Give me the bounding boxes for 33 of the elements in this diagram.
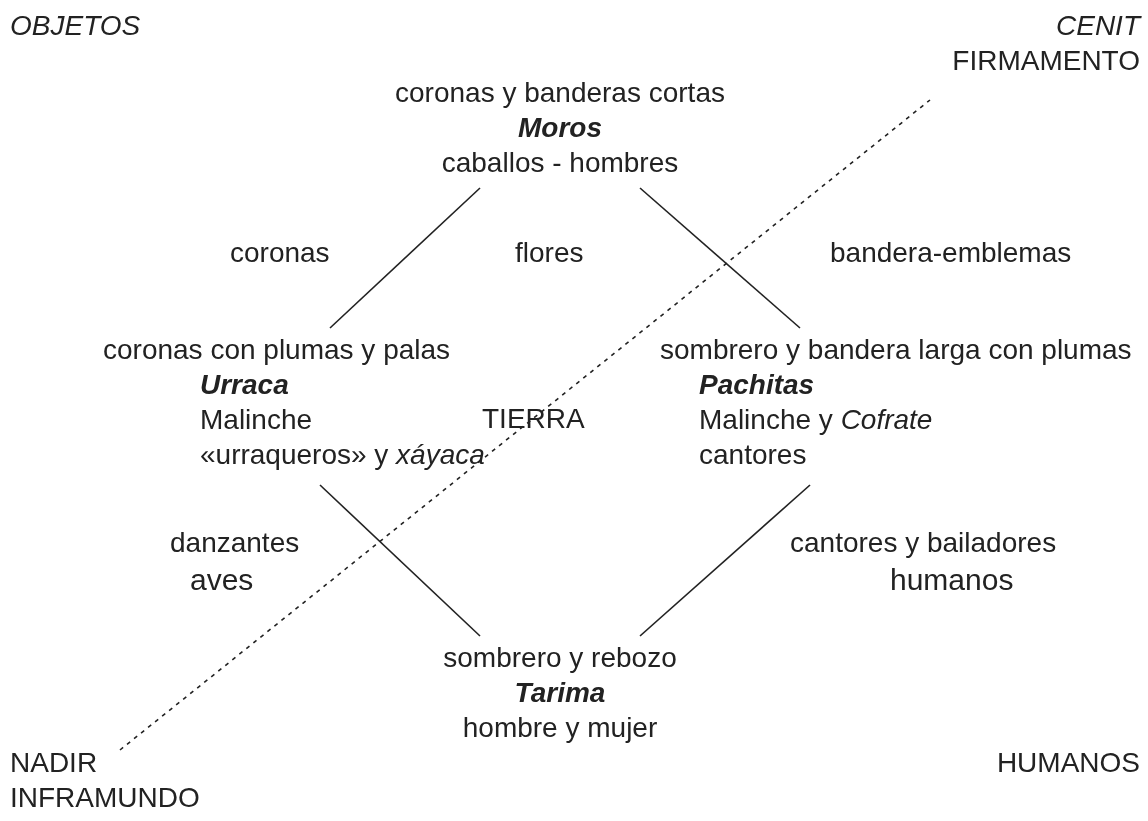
node-text: caballos - hombres	[441, 147, 679, 178]
node-text: hombre y mujer	[462, 712, 658, 743]
region-label: OBJETOS	[10, 9, 141, 43]
node-text: «urraqueros» y xáyaca	[200, 439, 485, 470]
node-text: Malinche y Cofrate	[699, 404, 933, 435]
node-text: sombrero y rebozo	[443, 642, 677, 673]
annotation-text: danzantes	[170, 526, 300, 560]
node-text: sombrero y bandera larga con plumas	[660, 334, 1132, 365]
region-label: HUMANOS	[996, 746, 1140, 780]
annotation-text: cantores y bailadores	[790, 526, 1057, 560]
corner-label: NADIR	[10, 747, 98, 778]
annotation-text: aves	[190, 562, 254, 597]
annotation-text: bandera-emblemas	[830, 236, 1072, 270]
corner-label: FIRMAMENTO	[952, 45, 1140, 76]
dashed-line	[119, 99, 931, 751]
connector-line	[329, 187, 481, 329]
node-text: cantores	[699, 439, 807, 470]
node-text: coronas y banderas cortas	[395, 77, 725, 108]
group-title: Moros	[518, 112, 602, 143]
node-text: Malinche	[200, 404, 313, 435]
corner-label: INFRAMUNDO	[10, 782, 200, 813]
group-title: Pachitas	[699, 369, 815, 400]
group-title: Urraca	[200, 369, 289, 400]
region-label: TIERRA	[482, 402, 585, 436]
annotation-text: coronas	[230, 236, 330, 270]
connector-line	[639, 484, 811, 637]
connector-line	[639, 187, 801, 329]
connector-line	[319, 484, 481, 637]
group-title: Tarima	[514, 677, 606, 708]
node-text: coronas con plumas y palas	[103, 334, 451, 365]
annotation-text: humanos	[890, 562, 1014, 597]
annotation-text: flores	[515, 236, 584, 270]
corner-label: CENIT	[1056, 10, 1140, 41]
